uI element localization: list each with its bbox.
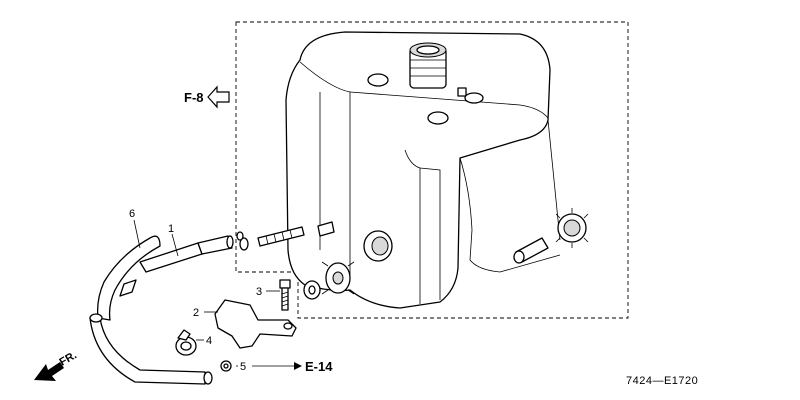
hose-clamp-4[interactable] [175, 329, 197, 356]
leader-line-6 [133, 219, 141, 249]
leader-line-1 [171, 233, 179, 257]
washer[interactable] [303, 280, 321, 300]
ref-e14-label[interactable]: E-14 [305, 359, 333, 374]
diagram-code: 7424—E1720 [626, 375, 698, 387]
callout-4: 4 [206, 335, 212, 347]
callout-3: 3 [256, 286, 262, 298]
front-direction-label: FR. [58, 349, 79, 368]
bracket-2[interactable] [214, 299, 297, 349]
front-direction-arrow-icon [34, 362, 64, 381]
fuel-strainer[interactable] [257, 221, 335, 247]
fuel-tube-1[interactable] [139, 235, 234, 273]
clip-5[interactable] [220, 360, 232, 372]
callout-2: 2 [193, 307, 199, 319]
star-washer[interactable] [321, 261, 355, 295]
callout-5: 5 [240, 361, 246, 373]
tank-plug[interactable] [513, 237, 549, 264]
fuel-tank[interactable] [285, 31, 561, 309]
tank-cap-gear[interactable] [555, 208, 589, 248]
ref-f8-arrow-icon [207, 85, 230, 109]
callout-6: 6 [129, 208, 135, 220]
o-ring-small[interactable] [236, 231, 249, 251]
fuel-hose-6[interactable] [89, 235, 213, 385]
bolt-3[interactable] [279, 279, 291, 311]
callout-1: 1 [168, 223, 174, 235]
ref-e14-arrow-icon [294, 362, 302, 370]
ref-f8-label[interactable]: F-8 [184, 90, 204, 105]
assembly-boundary [235, 21, 629, 319]
